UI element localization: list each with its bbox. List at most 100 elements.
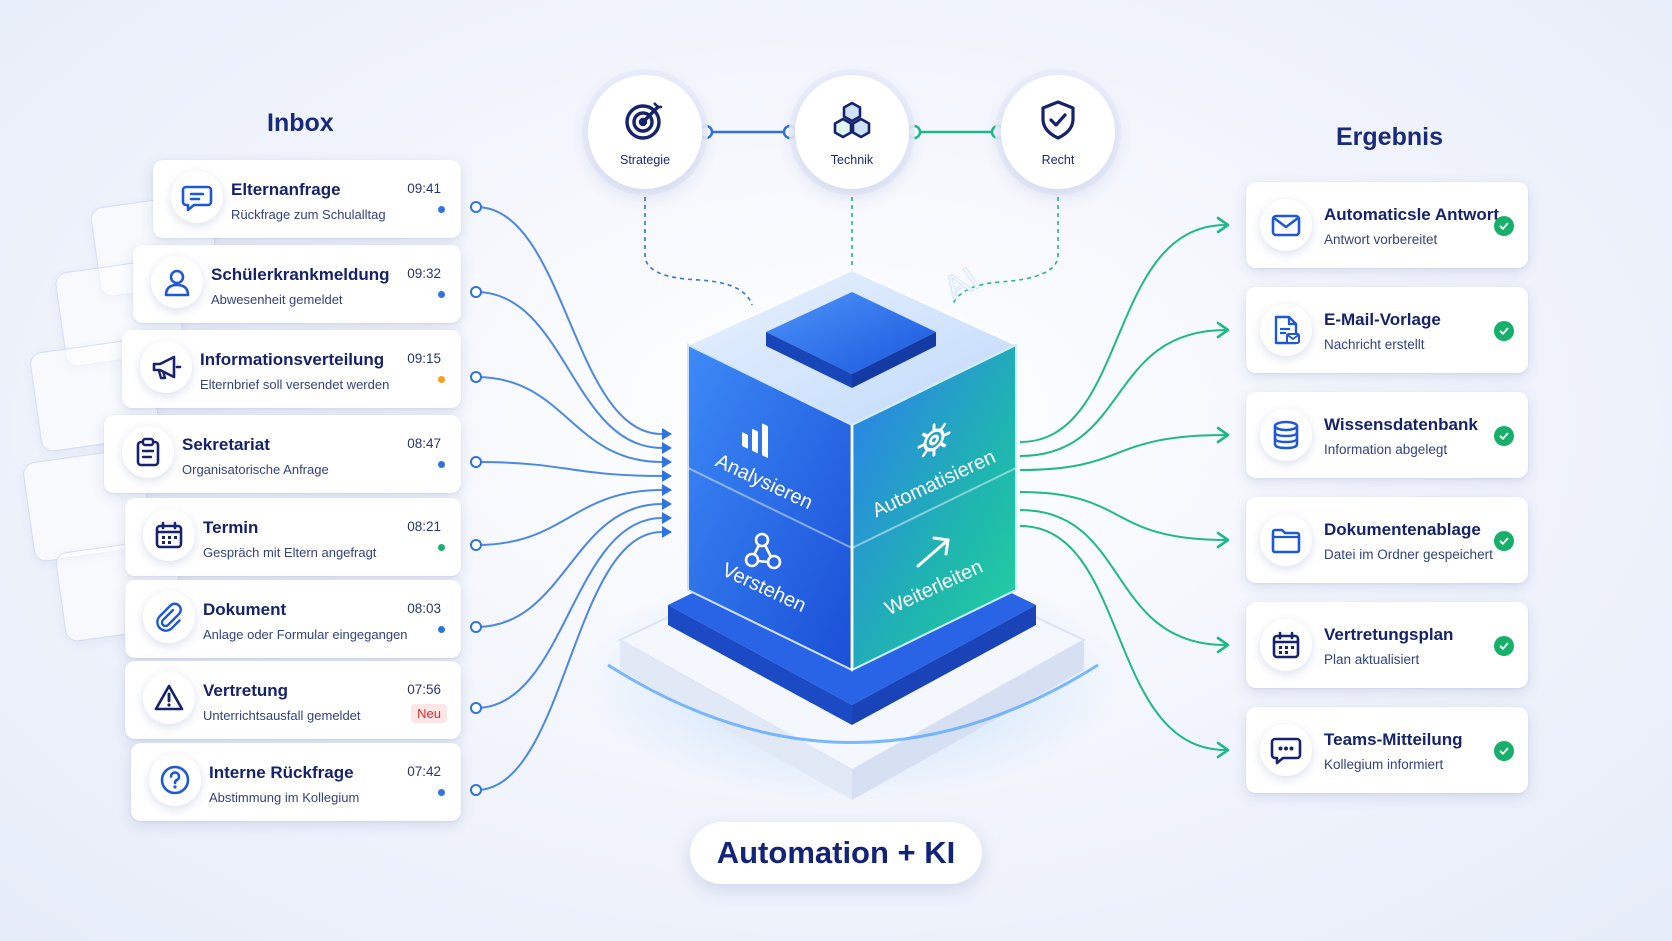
result-connector xyxy=(1019,491,1227,541)
inbox-item-time: 09:32 xyxy=(407,266,441,281)
result-item-title: Automaticsle Antwort xyxy=(1324,205,1500,224)
inbox-item-subtitle: Unterrichtsausfall gemeldet xyxy=(203,708,361,723)
inbox-item-title: Dokument xyxy=(203,600,287,619)
inbox-connector xyxy=(475,503,663,628)
icon-wrapper xyxy=(143,672,195,724)
result-connector xyxy=(1019,434,1227,471)
inbox-item-time: 09:15 xyxy=(407,351,441,366)
inbox-connector xyxy=(475,376,663,463)
new-badge: Neu xyxy=(411,704,447,723)
arrow-up-right-icon xyxy=(916,536,950,568)
connector-arrow xyxy=(1216,216,1230,234)
ai-cube xyxy=(685,268,1019,672)
result-item-title: E-Mail-Vorlage xyxy=(1324,310,1441,329)
result-item-title: Teams-Mitteilung xyxy=(1324,730,1463,749)
inbox-item-title: Termin xyxy=(203,518,259,537)
inbox-item-time: 07:56 xyxy=(407,682,441,697)
inbox-connector xyxy=(475,531,663,791)
inbox-item-time: 07:42 xyxy=(407,764,441,779)
result-item-subtitle: Information abgelegt xyxy=(1324,442,1448,457)
result-connectors xyxy=(1019,216,1230,759)
icon-wrapper xyxy=(1260,409,1312,461)
connector-arrow xyxy=(662,428,672,440)
inbox-item-time: 08:47 xyxy=(407,436,441,451)
connector-arrow xyxy=(662,456,672,468)
inbox-connector xyxy=(475,291,663,449)
connector-arrow xyxy=(662,498,672,510)
inbox-item-subtitle: Elternbrief soll versendet werden xyxy=(200,377,390,392)
connector-port xyxy=(470,702,482,714)
connector-port xyxy=(470,201,482,213)
connector-arrow xyxy=(662,484,672,496)
connector-port xyxy=(470,456,482,468)
connector-port xyxy=(470,539,482,551)
inbox-item-title: Elternanfrage xyxy=(231,180,341,199)
inbox-item-title: Sekretariat xyxy=(182,435,270,454)
connector-arrow xyxy=(1216,636,1230,654)
inbox-connectors xyxy=(470,201,672,796)
icon-wrapper xyxy=(1260,514,1312,566)
calendar-icon xyxy=(1272,631,1300,659)
inbox-item-subtitle: Anlage oder Formular eingegangen xyxy=(203,627,408,642)
status-dot xyxy=(438,206,445,213)
inbox-title: Inbox xyxy=(267,109,334,137)
result-title: Ergebnis xyxy=(1336,123,1443,151)
icon-wrapper xyxy=(140,341,192,393)
connector-arrow xyxy=(662,526,672,538)
icon-wrapper xyxy=(1260,724,1312,776)
node-label: Recht xyxy=(1041,153,1075,167)
icon-wrapper xyxy=(143,591,195,643)
inbox-connector xyxy=(475,206,663,435)
folder-icon xyxy=(1271,528,1301,554)
footer-label: Automation + KI xyxy=(690,822,982,884)
inbox-item-subtitle: Rückfrage zum Schulalltag xyxy=(231,207,386,222)
result-connector xyxy=(1019,224,1227,443)
bar-chart-icon xyxy=(742,423,768,458)
status-dot xyxy=(438,544,445,551)
chat-icon xyxy=(181,185,213,212)
network-icon xyxy=(744,532,782,570)
chat-dots-icon xyxy=(1270,737,1302,765)
check-icon xyxy=(1494,636,1514,656)
check-icon xyxy=(1494,321,1514,341)
check-icon xyxy=(1494,426,1514,446)
icon-wrapper xyxy=(171,171,223,223)
warning-icon xyxy=(154,684,184,711)
user-icon xyxy=(164,269,190,297)
status-dot xyxy=(438,291,445,298)
calendar-icon xyxy=(155,521,183,549)
inbox-item-title: Schülerkrankmeldung xyxy=(211,265,390,284)
node-recht[interactable]: Recht xyxy=(1001,75,1115,189)
node-strategie[interactable]: Strategie xyxy=(588,75,702,189)
result-item-title: Vertretungsplan xyxy=(1324,625,1454,644)
result-item-subtitle: Antwort vorbereitet xyxy=(1324,232,1438,247)
node-label: Strategie xyxy=(619,153,671,167)
node-technik[interactable]: Technik xyxy=(795,75,909,189)
result-item-subtitle: Datei im Ordner gespeichert xyxy=(1324,547,1493,562)
result-item-subtitle: Nachricht erstellt xyxy=(1324,337,1425,352)
megaphone-icon xyxy=(152,355,182,380)
connector-arrow xyxy=(662,512,672,524)
inbox-item-subtitle: Organisatorische Anfrage xyxy=(182,462,329,477)
status-dot xyxy=(438,789,445,796)
result-connector xyxy=(1019,525,1227,751)
connector-port xyxy=(470,286,482,298)
connector-port xyxy=(470,371,482,383)
check-icon xyxy=(1494,741,1514,761)
icon-wrapper xyxy=(151,256,203,308)
connector-port xyxy=(470,784,482,796)
